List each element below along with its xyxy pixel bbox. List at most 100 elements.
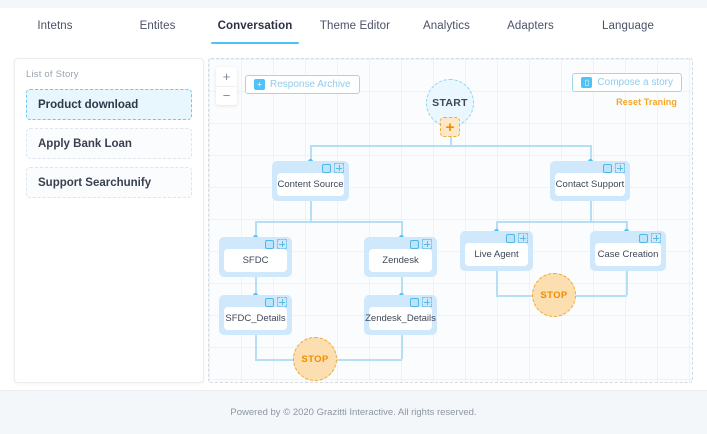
tab-analytics[interactable]: Analytics [405, 8, 488, 44]
connector-sfdc-down [255, 277, 257, 295]
node-icons [506, 233, 528, 243]
add-icon[interactable] [651, 233, 661, 243]
connector-to-case-creation [626, 221, 628, 231]
tab-label: Adapters [507, 20, 554, 32]
block-icon[interactable] [639, 233, 648, 243]
response-archive-label: Response Archive [270, 79, 351, 90]
connector-bus-right [496, 221, 626, 223]
node-icons [639, 233, 661, 243]
start-label: START [432, 97, 468, 109]
node-sfdc-details[interactable]: SFDC_Details [219, 295, 292, 335]
node-label: Case Creation [595, 243, 661, 266]
tab-language[interactable]: Language [573, 8, 683, 44]
add-icon[interactable] [277, 239, 287, 249]
canvas-zoom-controls: + − [216, 67, 237, 105]
add-icon[interactable] [422, 297, 432, 307]
sidebar-item-support-searchunify[interactable]: Support Searchunify [26, 167, 192, 198]
add-icon[interactable] [334, 163, 344, 173]
content-area: List of Story Product download Apply Ban… [0, 50, 707, 390]
node-label: Zendesk [369, 249, 432, 272]
tab-label: Entites [139, 20, 176, 32]
node-sfdc[interactable]: SFDC [219, 237, 292, 277]
plus-square-icon: + [254, 79, 265, 90]
stop-node-left[interactable]: STOP [293, 337, 337, 381]
node-icons [603, 163, 625, 173]
node-contact-support[interactable]: Contact Support [550, 161, 630, 201]
node-live-agent[interactable]: Live Agent [460, 231, 533, 271]
footer-text: Powered by © 2020 Grazitti Interactive. … [230, 407, 477, 418]
connector-case-creation-down [626, 271, 628, 295]
sidebar-item-product-download[interactable]: Product download [26, 89, 192, 120]
node-label: Content Source [277, 173, 344, 196]
tab-label: Intetns [37, 20, 73, 32]
block-icon[interactable] [410, 239, 419, 249]
stop-node-right[interactable]: STOP [532, 273, 576, 317]
node-case-creation[interactable]: Case Creation [590, 231, 666, 271]
story-label: Apply Bank Loan [38, 137, 132, 150]
story-list-title: List of Story [26, 69, 79, 80]
connector-sfdc-details-down [255, 335, 257, 359]
stop-label: STOP [540, 289, 568, 301]
block-icon[interactable] [506, 233, 515, 243]
node-label: Contact Support [555, 173, 625, 196]
story-flow-canvas[interactable]: + − + Response Archive ▯ Compose a story… [208, 58, 693, 383]
connector-stop-left-in [255, 359, 315, 361]
connector-to-contact-support [590, 145, 592, 161]
sidebar-item-apply-bank-loan[interactable]: Apply Bank Loan [26, 128, 192, 159]
node-content-source[interactable]: Content Source [272, 161, 349, 201]
tab-adapters[interactable]: Adapters [488, 8, 573, 44]
response-archive-button[interactable]: + Response Archive [245, 75, 360, 94]
node-zendesk-details[interactable]: Zendesk_Details [364, 295, 437, 335]
connector-bus-top [310, 145, 591, 147]
tab-label: Language [602, 20, 654, 32]
connector-zendesk-details-down [401, 335, 403, 359]
connector-to-live-agent [496, 221, 498, 231]
tab-theme-editor[interactable]: Theme Editor [305, 8, 405, 44]
footer: Powered by © 2020 Grazitti Interactive. … [0, 390, 707, 434]
compose-story-label: Compose a story [597, 77, 673, 88]
stop-label: STOP [301, 353, 329, 365]
add-icon[interactable] [615, 163, 625, 173]
connector-zendesk-down [401, 277, 403, 295]
block-icon[interactable] [265, 297, 274, 307]
node-icons [322, 163, 344, 173]
node-icons [410, 297, 432, 307]
add-node-button[interactable]: + [440, 117, 460, 137]
node-label: SFDC_Details [224, 307, 287, 330]
block-icon[interactable] [410, 297, 419, 307]
block-icon[interactable] [265, 239, 274, 249]
tab-label: Analytics [423, 20, 470, 32]
connector-content-source-down [310, 201, 312, 221]
connector-to-sfdc [255, 221, 257, 237]
story-list-panel: List of Story Product download Apply Ban… [14, 58, 204, 383]
reset-training-link[interactable]: Reset Traning [616, 97, 677, 107]
block-icon[interactable] [603, 163, 612, 173]
add-icon[interactable] [277, 297, 287, 307]
connector-stop-right-in [496, 295, 554, 297]
node-zendesk[interactable]: Zendesk [364, 237, 437, 277]
tab-label: Theme Editor [319, 20, 391, 32]
connector-live-agent-down [496, 271, 498, 295]
connector-to-zendesk [401, 221, 403, 237]
connector-contact-support-down [590, 201, 592, 221]
zoom-in-button[interactable]: + [216, 67, 237, 87]
node-icons [265, 297, 287, 307]
compose-story-button[interactable]: ▯ Compose a story [572, 73, 682, 92]
tab-conversation[interactable]: Conversation [205, 8, 305, 44]
add-icon[interactable] [518, 233, 528, 243]
connector-bus-left [255, 221, 402, 223]
block-icon[interactable] [322, 163, 331, 173]
zoom-out-button[interactable]: − [222, 88, 231, 104]
node-label: SFDC [224, 249, 287, 272]
connector-stop-right-in2 [567, 295, 627, 297]
tab-entities[interactable]: Entites [110, 8, 205, 44]
add-icon[interactable] [422, 239, 432, 249]
tab-intents[interactable]: Intetns [0, 8, 110, 44]
connector-stop-left-in2 [329, 359, 402, 361]
tab-label: Conversation [217, 20, 293, 32]
node-icons [410, 239, 432, 249]
story-label: Product download [38, 98, 139, 111]
node-label: Zendesk_Details [365, 307, 436, 330]
chat-bubble-icon: ▯ [581, 77, 593, 88]
